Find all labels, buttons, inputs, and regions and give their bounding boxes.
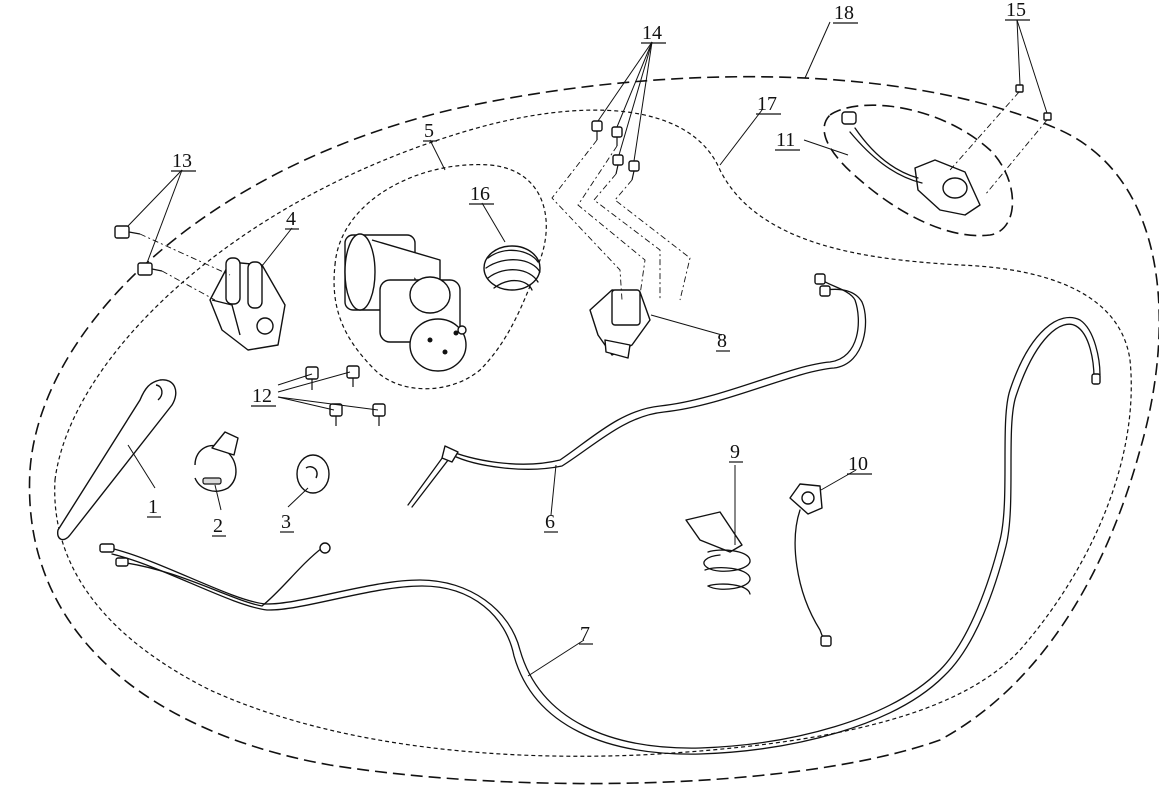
- svg-text:18: 18: [834, 2, 854, 24]
- svg-text:11: 11: [776, 129, 795, 151]
- svg-text:16: 16: [470, 183, 490, 205]
- svg-text:5: 5: [424, 120, 434, 142]
- callout-14: 14: [641, 22, 666, 44]
- part-14-bolts: [551, 120, 691, 301]
- screw-15b: [1043, 112, 1052, 121]
- part-11-switch: [841, 111, 981, 216]
- callout-11: 11: [775, 129, 800, 151]
- callout-9: 9: [729, 441, 743, 463]
- callout-13: 13: [171, 150, 196, 172]
- bolt-14c: [612, 154, 624, 175]
- bolt-12d: [372, 403, 386, 426]
- svg-text:3: 3: [281, 511, 291, 533]
- part-8-contactor: [589, 289, 651, 359]
- callout-16: 16: [469, 183, 494, 205]
- bolt-12c: [329, 403, 343, 426]
- part-16-coiled-cable: [483, 245, 541, 291]
- bolt-13b: [137, 262, 163, 276]
- svg-text:4: 4: [286, 208, 296, 230]
- bolt-14d: [628, 160, 640, 181]
- part-4-roller-fairlead: [209, 257, 286, 351]
- part-7-cable: [99, 316, 1101, 755]
- part-2-hook: [194, 431, 239, 492]
- svg-text:13: 13: [172, 150, 192, 172]
- group-17-boundary: [54, 109, 1132, 757]
- svg-text:7: 7: [580, 623, 590, 645]
- svg-text:8: 8: [717, 330, 727, 352]
- part-6-cable: [407, 273, 867, 508]
- screw-15a: [1015, 84, 1024, 93]
- callout-15: 15: [1005, 0, 1030, 21]
- bolt-14b: [611, 126, 623, 146]
- callout-18: 18: [833, 2, 858, 24]
- callout-17: 17: [756, 93, 781, 115]
- bolt-13a: [114, 225, 141, 239]
- svg-text:15: 15: [1006, 0, 1026, 21]
- part-5-winch: [344, 233, 467, 372]
- part-15-screws: [949, 84, 1052, 196]
- bolt-12a: [305, 366, 319, 390]
- part-13-bolts: [114, 225, 231, 301]
- callout-1: 1: [147, 496, 161, 518]
- svg-text:10: 10: [848, 453, 868, 475]
- group-5-boundary: [333, 163, 547, 390]
- bolt-14a: [591, 120, 603, 140]
- svg-text:17: 17: [757, 93, 777, 115]
- svg-text:6: 6: [545, 511, 555, 533]
- callout-4: 4: [285, 208, 299, 230]
- svg-text:9: 9: [730, 441, 740, 463]
- part-1-strap: [56, 379, 177, 541]
- part-3-disc: [296, 454, 330, 494]
- callout-10: 10: [847, 453, 872, 475]
- leader-lines: [127, 19, 1048, 677]
- svg-text:1: 1: [148, 496, 158, 518]
- callout-12: 12: [251, 385, 276, 407]
- callout-7: 7: [579, 623, 593, 645]
- group-18-boundary: [28, 75, 1159, 785]
- part-9-wire-lead: [685, 511, 751, 595]
- svg-text:2: 2: [213, 515, 223, 537]
- callout-6: 6: [544, 511, 558, 533]
- callout-5: 5: [423, 120, 437, 142]
- svg-text:14: 14: [642, 22, 662, 44]
- callout-2: 2: [212, 515, 226, 537]
- part-12-bolts: [305, 365, 386, 426]
- callout-3: 3: [280, 511, 294, 533]
- bolt-12b: [346, 365, 360, 387]
- callout-8: 8: [716, 330, 730, 352]
- group-11-boundary: [823, 104, 1014, 237]
- part-10-sensor: [789, 483, 832, 647]
- svg-text:12: 12: [252, 385, 272, 407]
